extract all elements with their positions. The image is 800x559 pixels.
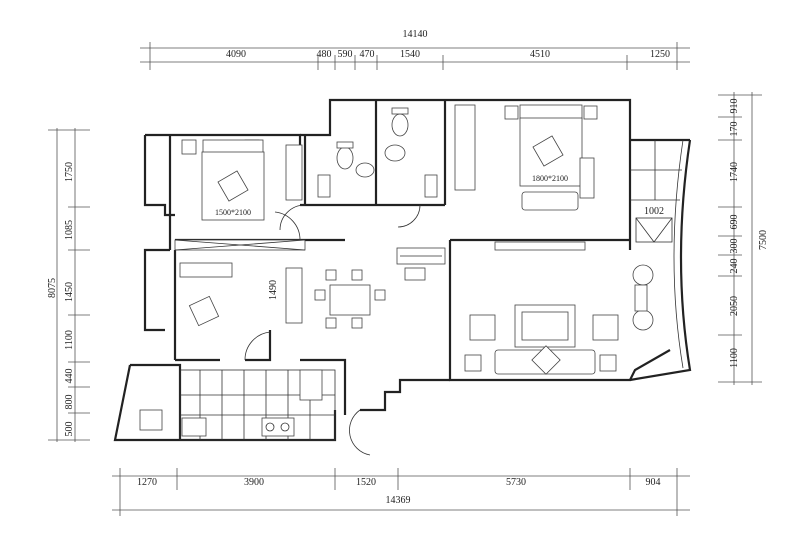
- right-dim-4: 690: [729, 215, 740, 230]
- left-total-dimension: 8075: [47, 278, 58, 298]
- right-dim-7: 2050: [729, 296, 740, 316]
- bottom-dim-1: 1270: [137, 477, 157, 488]
- bedroom-2: [179, 262, 303, 361]
- right-dim-3: 1740: [729, 162, 740, 182]
- left-dim-5: 440: [64, 369, 75, 384]
- top-total-dimension: 14140: [403, 29, 428, 40]
- right-dim-5: 300: [729, 239, 740, 254]
- bottom-dim-4: 5730: [506, 477, 526, 488]
- bottom-dim-2: 3900: [244, 477, 264, 488]
- right-dim-6: 240: [729, 259, 740, 274]
- left-dim-4: 1100: [64, 330, 75, 350]
- top-dim-2: 480: [317, 49, 332, 60]
- balcony-width-label: 1002: [644, 206, 664, 217]
- living-room: [464, 241, 654, 375]
- right-dim-8: 1100: [729, 348, 740, 368]
- entry-door-swing: [349, 409, 371, 456]
- kitchen-tiles: [139, 369, 336, 441]
- top-dim-1: 4090: [226, 49, 246, 60]
- bottom-dim-3: 1520: [356, 477, 376, 488]
- top-dim-3: 590: [338, 49, 353, 60]
- right-total-dimension: 7500: [758, 230, 769, 250]
- top-dimension-chain: 14140 4090 480 590 470 1540 4510 1250: [140, 29, 690, 70]
- corridor-width-label: 1490: [268, 280, 279, 300]
- bottom-total-dimension: 14369: [386, 495, 411, 506]
- left-dim-1: 1750: [64, 162, 75, 182]
- top-dim-4: 470: [360, 49, 375, 60]
- left-dim-3: 1450: [64, 282, 75, 302]
- top-dim-7: 1250: [650, 49, 670, 60]
- right-dim-2: 170: [729, 122, 740, 137]
- bed-size-label-master: 1800*2100: [532, 174, 568, 183]
- left-dim-6: 800: [64, 395, 75, 410]
- bathrooms: [279, 107, 438, 231]
- bed-size-label-small: 1500*2100: [215, 208, 251, 217]
- balcony-tiles: [630, 140, 682, 243]
- right-dim-1: 910: [729, 99, 740, 114]
- top-dim-6: 4510: [530, 49, 550, 60]
- right-dimension-chain: 910 170 1740 690 300 240 2050 1100 7500: [718, 92, 769, 385]
- left-dimension-chain: 8075 1750 1085 1450 1100 440 800 500: [47, 128, 90, 442]
- bottom-dim-5: 904: [646, 477, 661, 488]
- dining-area: [314, 247, 446, 329]
- left-dim-2: 1085: [64, 220, 75, 240]
- left-dim-7: 500: [64, 422, 75, 437]
- bedroom-small: [174, 139, 306, 251]
- top-dim-5: 1540: [400, 49, 420, 60]
- bottom-dimension-chain: 1270 3900 1520 5730 904 14369: [112, 468, 690, 516]
- master-bedroom: [454, 104, 598, 211]
